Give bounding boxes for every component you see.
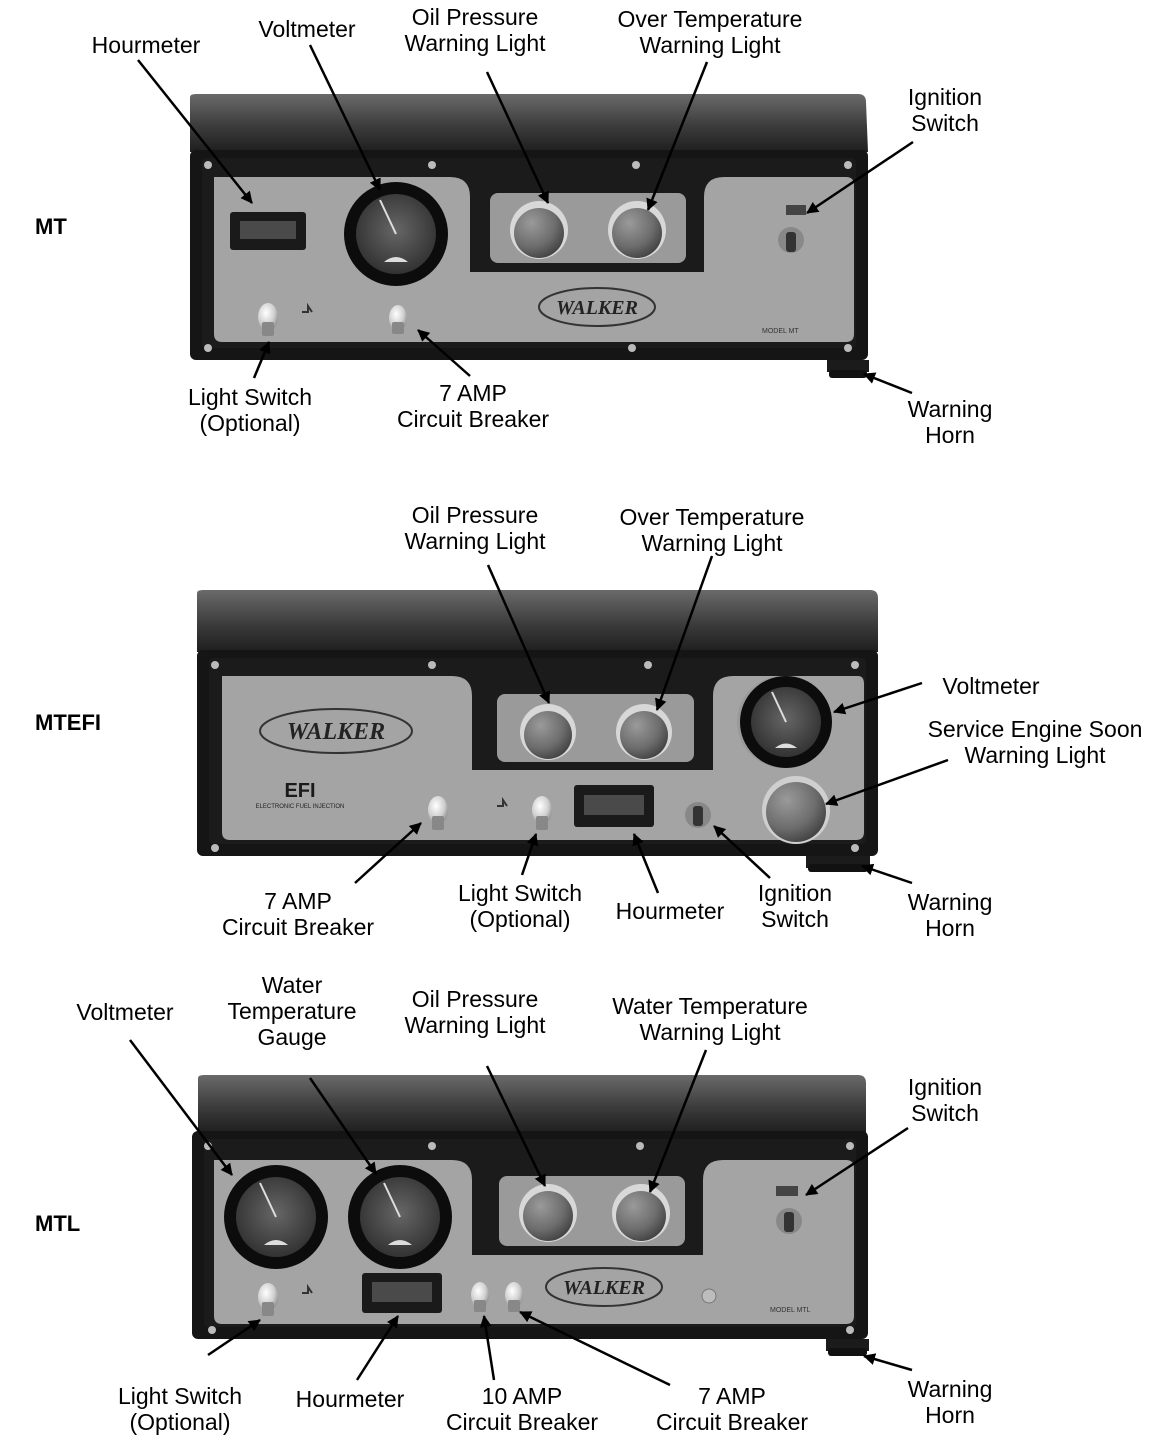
model-label-mt: MT	[35, 214, 67, 240]
panel-mt: WALKER MODEL MT	[190, 94, 869, 378]
panel-mtefi: WALKER EFI ELECTRONIC FUEL INJECTION	[197, 590, 878, 872]
callout-mt-light: Light Switch(Optional)	[150, 384, 350, 436]
arrow-mtefi-horn	[862, 866, 912, 883]
arrow-mtl-horn	[864, 1356, 912, 1370]
panel-mtl: WALKER MODEL MTL	[192, 1075, 869, 1356]
model-label-mtl: MTL	[35, 1211, 80, 1237]
brand-mtefi: WALKER	[287, 719, 385, 745]
callout-mtl-light: Light Switch(Optional)	[100, 1383, 260, 1435]
callout-mtl-hourmeter: Hourmeter	[285, 1386, 415, 1412]
efi-mark: EFI	[284, 780, 315, 802]
model-plate-mtl: MODEL MTL	[770, 1307, 811, 1314]
brand-mt: WALKER	[556, 297, 638, 319]
arrow-mt-horn	[864, 374, 912, 393]
model-plate-mt: MODEL MT	[762, 328, 799, 335]
efi-subtitle: ELECTRONIC FUEL INJECTION	[256, 804, 345, 810]
callout-mtl-voltmeter: Voltmeter	[40, 999, 210, 1025]
callout-mtefi-light: Light Switch(Optional)	[420, 880, 620, 932]
callout-mtefi-hourmeter: Hourmeter	[600, 898, 740, 924]
callout-mtefi-voltmeter: Voltmeter	[916, 673, 1066, 699]
brand-mtl: WALKER	[563, 1277, 645, 1299]
model-label-mtefi: MTEFI	[35, 710, 101, 736]
